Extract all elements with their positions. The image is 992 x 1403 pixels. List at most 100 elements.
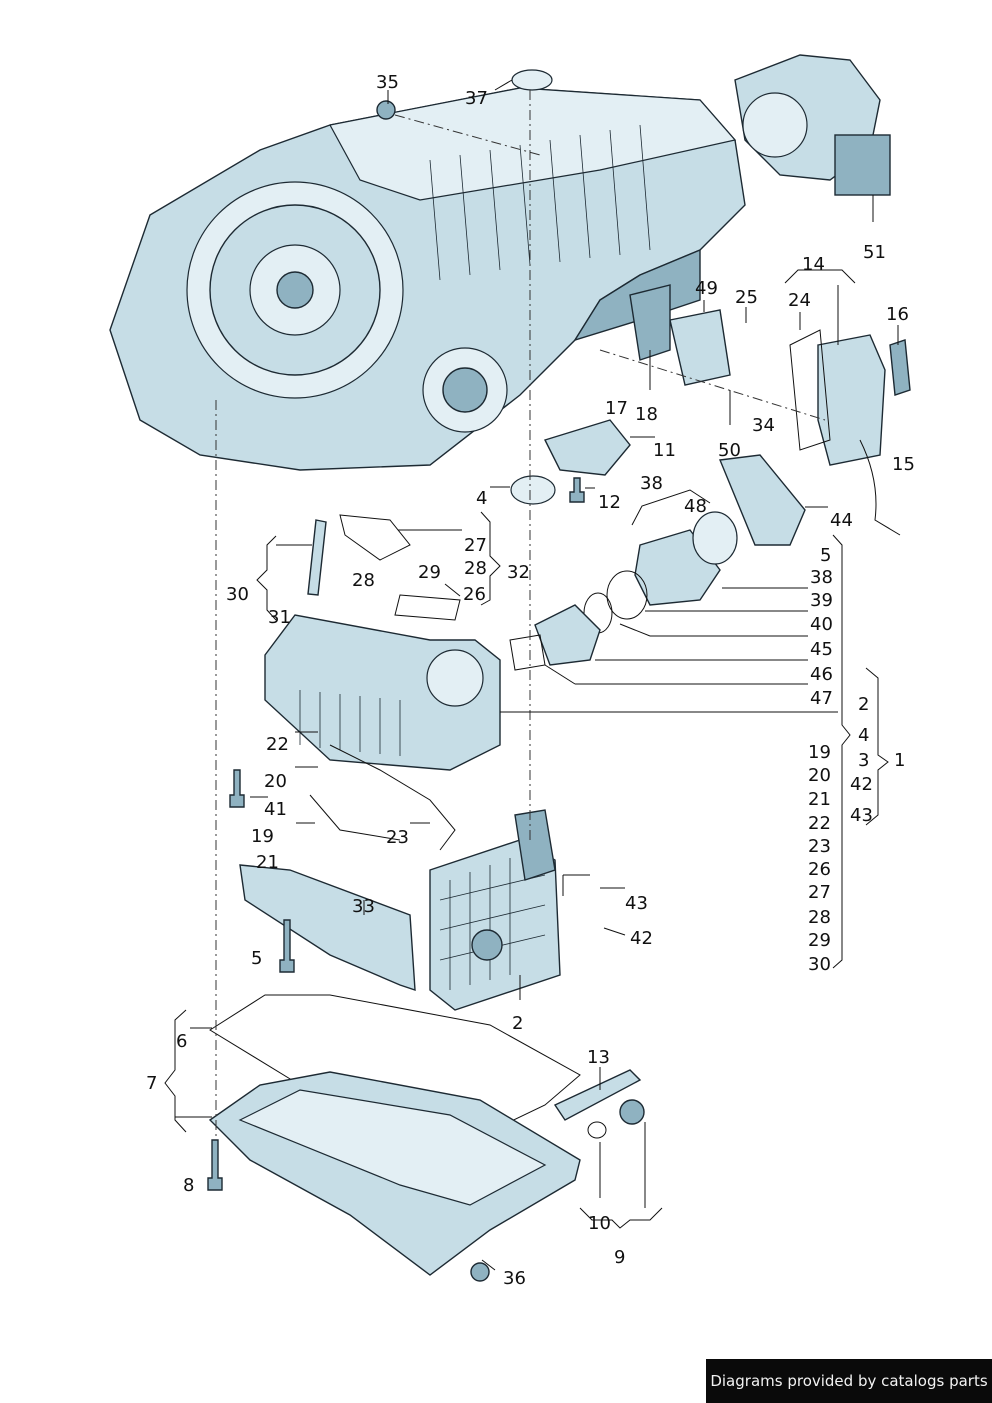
plug-35 (376, 100, 396, 120)
cover-14 (817, 334, 886, 466)
plug-9 (619, 1099, 645, 1125)
callout-22: 22 (266, 734, 289, 755)
leader-lines (164, 79, 899, 1271)
bolt-12 (569, 477, 585, 503)
callout-44: 44 (830, 510, 853, 531)
filter-housing (429, 809, 561, 1011)
cover-50 (719, 454, 806, 546)
callout-list-20: 20 (808, 765, 831, 786)
callout-38-top: 38 (640, 473, 663, 494)
lever-16 (889, 339, 911, 396)
callout-14: 14 (802, 254, 825, 275)
callout-33: 33 (352, 896, 375, 917)
callout-list-29: 29 (808, 930, 831, 951)
callout-50: 50 (718, 440, 741, 461)
callout-7: 7 (146, 1073, 158, 1094)
callout-group-4: 4 (858, 725, 870, 746)
bolt-5 (279, 919, 295, 973)
bolt-20 (229, 769, 245, 808)
callout-42: 42 (630, 928, 653, 949)
callout-list-23: 23 (808, 836, 831, 857)
callout-group-3: 3 (858, 750, 870, 771)
valve-body (264, 614, 501, 771)
oring-10 (587, 1121, 607, 1139)
callout-9: 9 (614, 1247, 626, 1268)
bolt-8 (207, 1139, 223, 1191)
callout-23: 23 (386, 827, 409, 848)
callout-31: 31 (268, 607, 291, 628)
callout-right-45: 45 (810, 639, 833, 660)
tube-13 (553, 1069, 642, 1121)
callout-6: 6 (176, 1031, 188, 1052)
callout-26: 26 (463, 584, 486, 605)
plug-36 (470, 1262, 490, 1282)
callout-34: 34 (752, 415, 775, 436)
sensor-11 (544, 419, 631, 476)
callout-32: 32 (507, 562, 530, 583)
callout-17: 17 (605, 398, 628, 419)
oring-39 (606, 570, 648, 620)
callout-28-left: 28 (352, 570, 375, 591)
callout-18: 18 (635, 404, 658, 425)
footer-credit: Diagrams provided by catalogs parts (706, 1359, 992, 1403)
callout-37: 37 (465, 88, 488, 109)
bracket-18 (629, 284, 671, 361)
callout-group-1: 1 (894, 750, 906, 771)
callout-right-46: 46 (810, 664, 833, 685)
callout-right-47: 47 (810, 688, 833, 709)
callout-20: 20 (264, 771, 287, 792)
valve-49 (669, 309, 731, 386)
callout-list-28: 28 (808, 907, 831, 928)
callout-29: 29 (418, 562, 441, 583)
harness-15 (859, 439, 901, 536)
callout-right-38: 38 (810, 567, 833, 588)
callout-35: 35 (376, 72, 399, 93)
callout-19: 19 (251, 826, 274, 847)
callout-right-40: 40 (810, 614, 833, 635)
callout-43: 43 (625, 893, 648, 914)
callout-16: 16 (886, 304, 909, 325)
tube-30 (307, 519, 327, 596)
gasket-27 (339, 514, 411, 561)
callout-25: 25 (735, 287, 758, 308)
alignment-line-top (394, 114, 541, 156)
callout-group-2: 2 (858, 694, 870, 715)
pump-46 (534, 604, 601, 666)
callout-12: 12 (598, 492, 621, 513)
callout-4: 4 (476, 488, 488, 509)
callout-27: 27 (464, 535, 487, 556)
callout-30: 30 (226, 584, 249, 605)
callout-36: 36 (503, 1268, 526, 1289)
gasket-26 (394, 594, 461, 621)
callout-list-27: 27 (808, 882, 831, 903)
callout-49: 49 (695, 278, 718, 299)
callout-11: 11 (653, 440, 676, 461)
callout-51: 51 (863, 242, 886, 263)
harness-23 (309, 744, 456, 851)
transmission-housing (109, 87, 746, 471)
callout-2: 2 (512, 1013, 524, 1034)
oil-pan-floor (238, 1089, 547, 1206)
callout-list-26: 26 (808, 859, 831, 880)
callout-right-39: 39 (810, 590, 833, 611)
callout-list-22: 22 (808, 813, 831, 834)
callout-group-42: 42 (850, 774, 873, 795)
callout-28: 28 (464, 558, 487, 579)
gasket-24 (789, 329, 831, 451)
callout-list-19: 19 (808, 742, 831, 763)
callout-list-21: 21 (808, 789, 831, 810)
callout-list-30: 30 (808, 954, 831, 975)
callout-24: 24 (788, 290, 811, 311)
cover-48 (692, 511, 738, 565)
callout-10: 10 (588, 1213, 611, 1234)
callout-5: 5 (251, 948, 263, 969)
callout-48: 48 (684, 496, 707, 517)
callout-41: 41 (264, 799, 287, 820)
callout-8: 8 (183, 1175, 195, 1196)
callout-group-43: 43 (850, 805, 873, 826)
transfer-case (734, 54, 891, 196)
bracket-33 (239, 864, 416, 991)
seal-4 (510, 475, 556, 505)
